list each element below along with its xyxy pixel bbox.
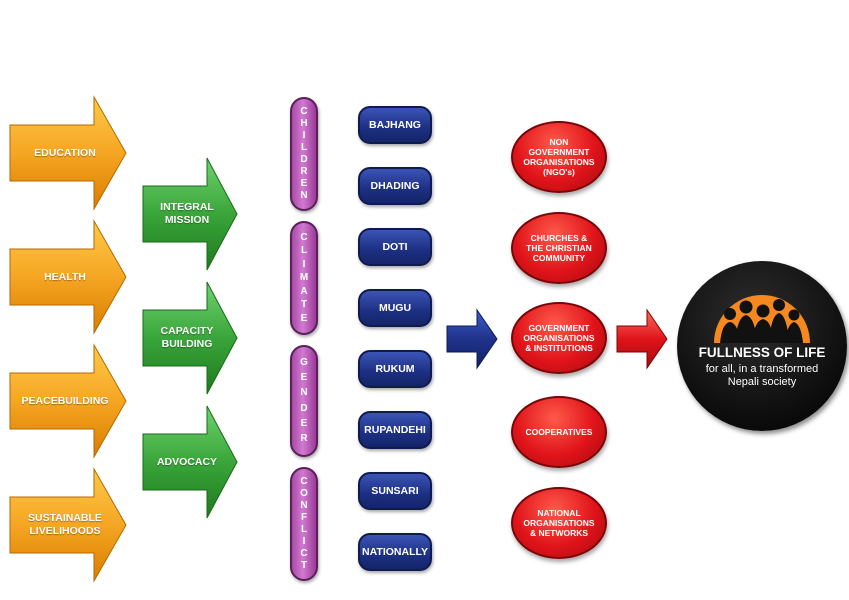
partner-national-networks: NATIONAL ORGANISATIONS & NETWORKS (511, 487, 607, 559)
theme-letter: C (300, 548, 308, 559)
district-dhading: DHADING (358, 167, 432, 205)
red-arrow-icon (616, 308, 668, 370)
district-rupandehi: RUPANDEHI (358, 411, 432, 449)
people-group-icon (714, 295, 810, 343)
theme-letter: L (300, 142, 308, 153)
district-nationally: NATIONALLY (358, 533, 432, 571)
district-doti: DOTI (358, 228, 432, 266)
focus-area-label: SUSTAINABLE LIVELIHOODS (28, 512, 102, 537)
theme-letter: I (302, 536, 306, 547)
approach-label: CAPACITY BUILDING (160, 325, 214, 350)
approach-label: ADVOCACY (156, 455, 218, 468)
theme-letter: N (300, 500, 308, 511)
theme-letter: C (300, 106, 308, 117)
theme-letter: F (300, 512, 308, 523)
green-arrow-shape (142, 281, 238, 395)
theme-letter: C (300, 231, 308, 243)
theme-letter: L (300, 245, 308, 256)
blue-arrow-icon (446, 308, 498, 370)
theme-letter: C (300, 476, 308, 487)
theme-letter: N (300, 190, 308, 201)
theme-letter: D (300, 154, 308, 165)
theme-letter: E (300, 417, 308, 429)
partner-ngos: NON GOVERNMENT ORGANISATIONS (NGO's) (511, 121, 607, 193)
focus-area-label: HEALTH (44, 270, 86, 283)
goal-subtitle: for all, in a transformed Nepali society (705, 363, 819, 388)
theme-letter: G (300, 357, 308, 369)
theme-letter: E (300, 372, 308, 384)
theme-letter: T (300, 299, 308, 310)
partner-churches: CHURCHES & THE CHRISTIAN COMMUNITY (511, 212, 607, 284)
theme-letter: R (300, 166, 308, 177)
district-sunsari: SUNSARI (358, 472, 432, 510)
district-bajhang: BAJHANG (358, 106, 432, 144)
partner-government: GOVERNMENT ORGANISATIONS & INSTITUTIONS (511, 302, 607, 374)
theme-letter: A (300, 285, 308, 297)
partner-cooperatives: COOPERATIVES (511, 396, 607, 468)
theme-letter: E (300, 312, 308, 324)
focus-area-label: PEACEBUILDING (21, 394, 109, 407)
goal-title: FULLNESS OF LIFE (698, 345, 826, 360)
theme-letter: I (302, 258, 306, 270)
orange-arrow-shape (9, 219, 127, 335)
theme-letter: H (300, 118, 308, 129)
district-mugu: MUGU (358, 289, 432, 327)
approach-label: INTEGRAL MISSION (160, 201, 214, 226)
theme-letter: L (300, 524, 308, 535)
theme-letter: N (300, 387, 308, 399)
green-arrow-shape (142, 405, 238, 519)
theme-letter: E (300, 178, 308, 189)
green-arrow-shape (142, 157, 238, 271)
theme-letter: M (299, 272, 309, 283)
theme-letter: R (300, 432, 308, 444)
orange-arrow-shape (9, 95, 127, 211)
orange-arrow-shape (9, 467, 127, 583)
theme-letter: D (300, 402, 308, 414)
theme-letter: O (300, 488, 308, 499)
theme-letter: T (300, 560, 308, 571)
orange-arrow-shape (9, 343, 127, 459)
district-rukum: RUKUM (358, 350, 432, 388)
focus-area-label: EDUCATION (34, 146, 96, 159)
goal-circle: FULLNESS OF LIFE for all, in a transform… (677, 261, 847, 431)
theme-letter: I (302, 130, 306, 141)
